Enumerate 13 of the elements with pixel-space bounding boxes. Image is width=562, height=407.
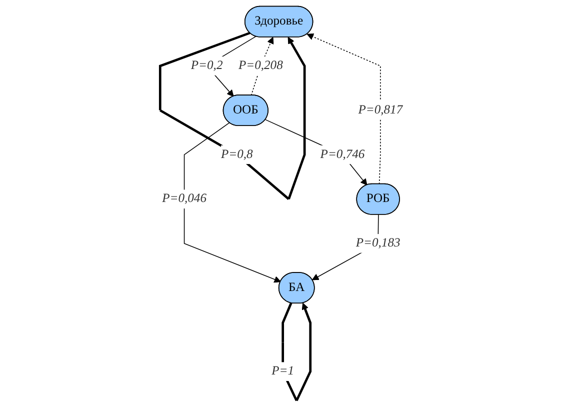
arrow [184, 122, 281, 283]
arrow [281, 302, 312, 402]
arrow [306, 33, 380, 185]
edge-label: P=0,817 [358, 103, 402, 117]
edge-label: P=0,746 [320, 148, 364, 161]
edge-label: P=0,2 [190, 58, 222, 72]
arrow [264, 119, 367, 186]
arrow [158, 32, 306, 200]
edge-label: P=0,046 [162, 192, 206, 206]
edge-label: P=1 [271, 364, 294, 378]
edge-label: P=0,183 [355, 236, 400, 250]
edge-label: P=0,208 [238, 58, 282, 72]
edge-label: P=0,8 [220, 148, 252, 161]
